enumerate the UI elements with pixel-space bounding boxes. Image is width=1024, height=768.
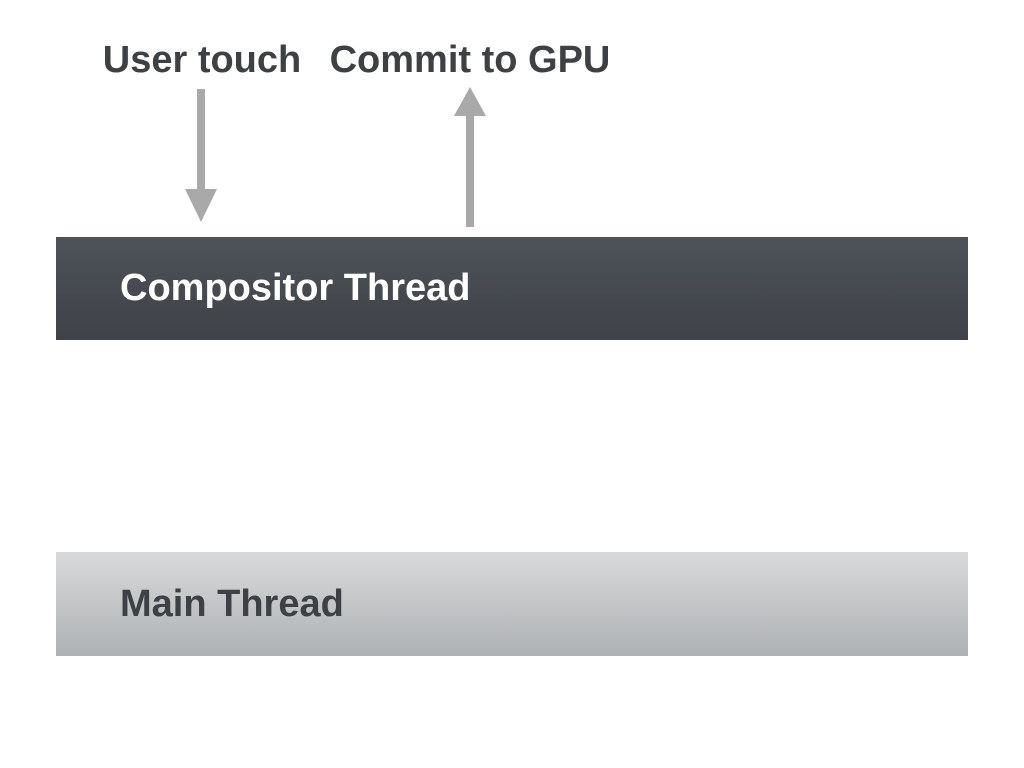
main-thread-label: Main Thread (120, 582, 344, 625)
main-thread-bar: Main Thread (56, 552, 968, 656)
arrow-down-icon (185, 89, 217, 222)
commit-to-gpu-label: Commit to GPU (329, 39, 611, 81)
compositor-thread-bar: Compositor Thread (56, 237, 968, 340)
arrow-up-icon (454, 87, 486, 227)
compositor-thread-label: Compositor Thread (120, 267, 471, 309)
user-touch-label: User touch (102, 39, 302, 81)
